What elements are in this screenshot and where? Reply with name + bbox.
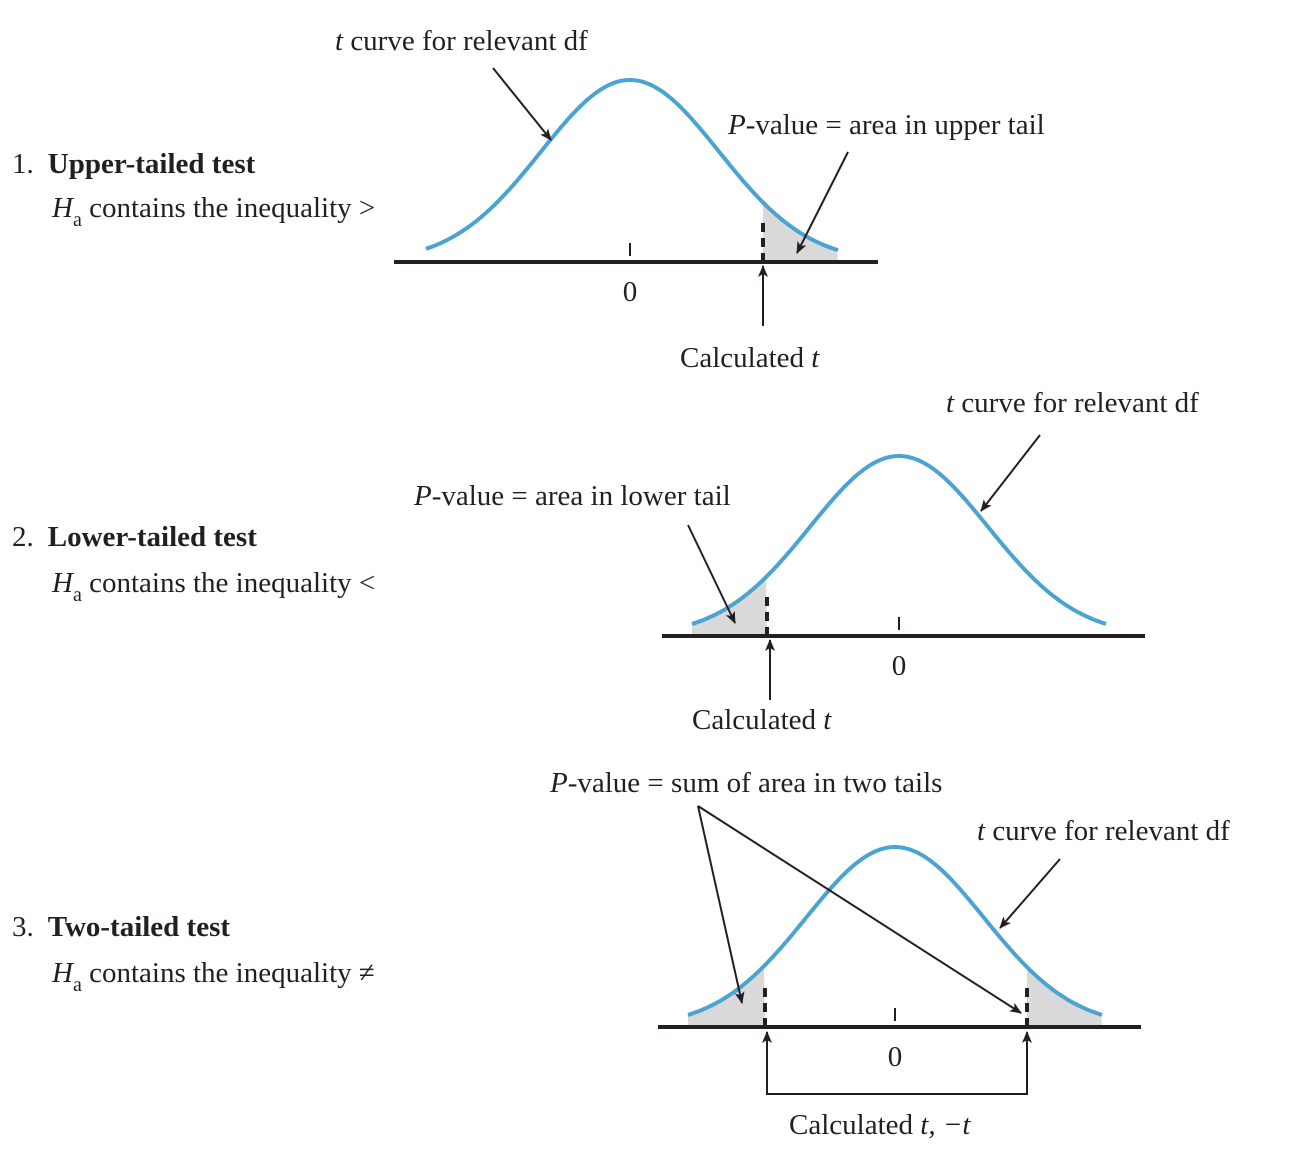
calculated-t-label-3: Calculated t, −t [789, 1109, 971, 1141]
lower-tail-shaded-area [692, 577, 767, 636]
upper-tail-shaded-area [763, 202, 838, 262]
panel-3-heading: 3.Two-tailed test [12, 911, 230, 943]
zero-label-2: 0 [892, 650, 907, 682]
pvalue-pointer-arrow-upper [697, 805, 1022, 1014]
pvalue-label-3: P-value = sum of area in two tails [549, 767, 942, 799]
panel-2-alternative-hypothesis: Ha contains the inequality < [51, 567, 375, 606]
panel-upper-tailed: 1.Upper-tailed test Ha contains the ineq… [12, 25, 1045, 374]
pvalue-pointer-arrow-2 [687, 524, 736, 624]
calculated-t-label-2: Calculated t [692, 704, 832, 736]
curve-label-3: t curve for relevant df [977, 815, 1230, 847]
curve-pointer-arrow-3 [999, 858, 1061, 929]
panel-lower-tailed: 2.Lower-tailed test Ha contains the ineq… [12, 387, 1199, 736]
curve-pointer-arrow-1 [492, 67, 552, 141]
zero-label-3: 0 [888, 1041, 903, 1073]
pvalue-label-2: P-value = area in lower tail [413, 480, 731, 512]
curve-label-2: t curve for relevant df [946, 387, 1199, 419]
t-curve-3 [687, 845, 1103, 1017]
pvalue-pointer-arrow-lower [697, 805, 745, 1004]
panel-3-alternative-hypothesis: Ha contains the inequality ≠ [51, 957, 375, 996]
zero-label-1: 0 [623, 276, 638, 308]
pvalue-pointer-arrow-1 [796, 151, 849, 254]
panel-1-alternative-hypothesis: Ha contains the inequality > [51, 192, 375, 231]
calculated-t-label-1: Calculated t [680, 342, 820, 374]
upper-tail-shaded-area [1027, 967, 1102, 1027]
panel-two-tailed: 3.Two-tailed test Ha contains the inequa… [12, 767, 1230, 1141]
t-curve-1 [425, 78, 839, 253]
panel-2-heading: 2.Lower-tailed test [12, 521, 257, 553]
t-curve-2 [691, 454, 1107, 626]
pvalue-label-1: P-value = area in upper tail [727, 109, 1045, 141]
panel-1-heading: 1.Upper-tailed test [12, 148, 256, 180]
lower-tail-shaded-area [688, 966, 765, 1027]
curve-label-1: t curve for relevant df [335, 25, 588, 57]
curve-pointer-arrow-2 [980, 434, 1041, 512]
